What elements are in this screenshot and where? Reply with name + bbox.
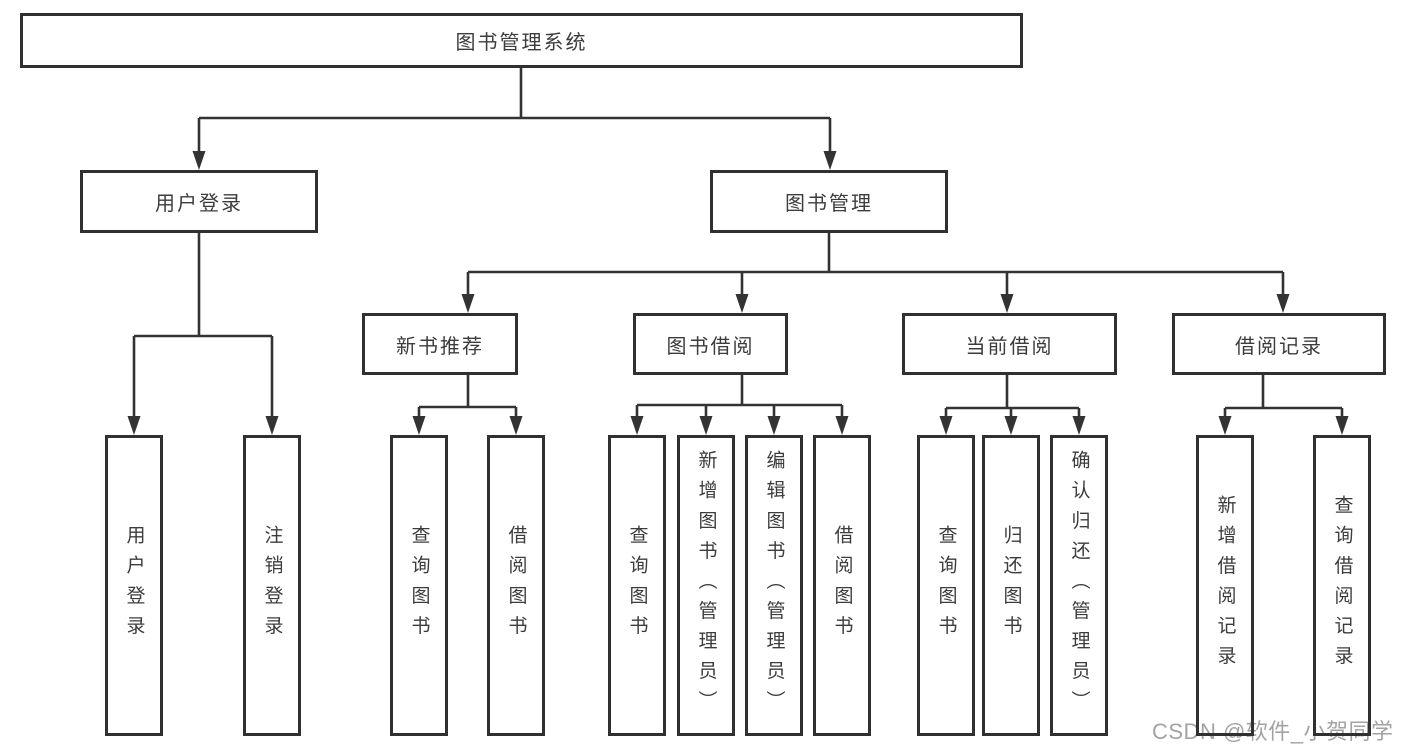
leaf-label: 归还图书 <box>1000 525 1022 646</box>
node-current-borrowing: 当前借阅 <box>902 313 1117 375</box>
leaf-return-books: 归还图书 <box>982 435 1040 736</box>
node-book-borrowing: 图书借阅 <box>633 313 788 375</box>
leaf-add-borrow-record: 新增借阅记录 <box>1196 435 1254 736</box>
branch-borrowing-records <box>1223 375 1344 418</box>
node-label: 用户登录 <box>155 193 243 215</box>
node-label: 借阅记录 <box>1235 335 1323 358</box>
leaf-label: 新增图书（管理员） <box>695 450 717 721</box>
leaf-confirm-return-admin: 确认归还（管理员） <box>1050 435 1108 736</box>
leaf-label: 查询借阅记录 <box>1331 495 1353 676</box>
leaf-query-books-recommend: 查询图书 <box>390 435 448 736</box>
leaf-borrow-books-recommend: 借阅图书 <box>487 435 545 736</box>
node-label: 图书管理 <box>785 193 873 215</box>
leaf-label: 用户登录 <box>123 525 145 646</box>
node-root-system: 图书管理系统 <box>20 13 1023 68</box>
branch-root <box>197 68 832 153</box>
branch-book-management <box>466 233 1285 296</box>
leaf-label: 注销登录 <box>261 525 283 646</box>
leaf-label: 编辑图书（管理员） <box>763 450 785 721</box>
leaf-query-borrow-record: 查询借阅记录 <box>1313 435 1371 736</box>
leaf-add-books-admin: 新增图书（管理员） <box>677 435 735 736</box>
leaf-label: 新增借阅记录 <box>1214 495 1236 676</box>
leaf-label: 借阅图书 <box>505 525 527 646</box>
leaf-label: 查询图书 <box>626 525 648 646</box>
leaf-query-books-borrowing: 查询图书 <box>608 435 666 736</box>
csdn-watermark: CSDN @软件_小贺同学 <box>1152 719 1394 744</box>
leaf-label: 查询图书 <box>935 525 957 646</box>
leaf-label: 确认归还（管理员） <box>1068 450 1090 721</box>
node-new-book-recommend: 新书推荐 <box>362 313 518 375</box>
node-borrowing-records: 借阅记录 <box>1172 313 1386 375</box>
node-label: 图书管理系统 <box>455 32 588 54</box>
node-label: 新书推荐 <box>396 335 484 358</box>
branch-book-borrowing <box>635 375 844 418</box>
leaf-query-books-current: 查询图书 <box>917 435 975 736</box>
node-label: 当前借阅 <box>965 335 1054 358</box>
node-label: 图书借阅 <box>666 335 755 358</box>
leaf-logout: 注销登录 <box>243 435 301 736</box>
branch-new-book <box>417 375 518 418</box>
leaf-label: 借阅图书 <box>831 525 853 646</box>
node-book-management: 图书管理 <box>710 170 948 233</box>
leaf-borrow-books: 借阅图书 <box>813 435 871 736</box>
branch-user-login <box>132 233 274 418</box>
arrowheads <box>127 151 1349 435</box>
leaf-label: 查询图书 <box>408 525 430 646</box>
node-user-login: 用户登录 <box>80 170 318 233</box>
leaf-edit-books-admin: 编辑图书（管理员） <box>745 435 803 736</box>
branch-current-borrowing <box>944 375 1081 418</box>
leaf-user-login: 用户登录 <box>105 435 163 736</box>
